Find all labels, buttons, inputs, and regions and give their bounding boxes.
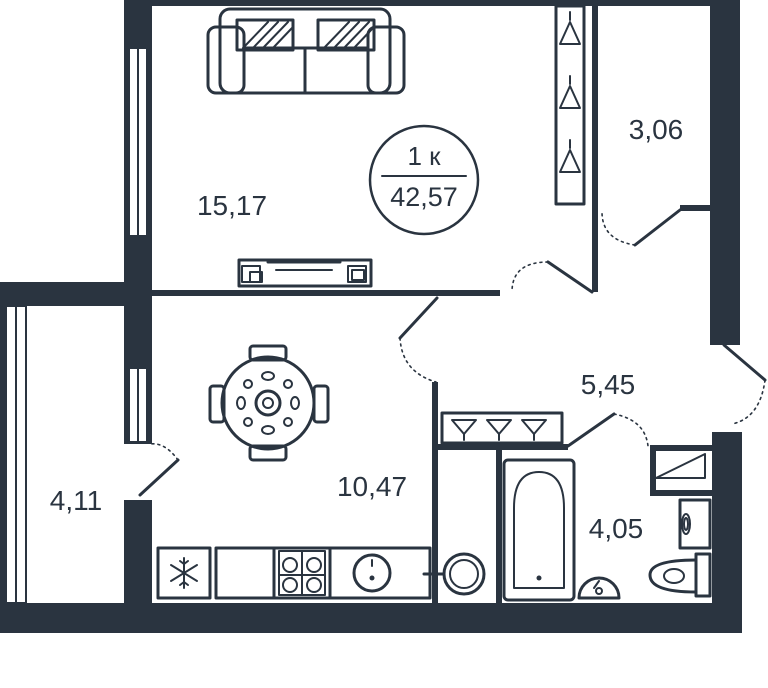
door-balcony [138, 458, 180, 497]
wall-bottom [0, 603, 742, 633]
door-kitchen [398, 296, 439, 340]
washing-machine-icon [678, 498, 712, 550]
walls [0, 0, 742, 633]
wall-bath-shaft-left [650, 445, 656, 495]
counter-icon [214, 546, 432, 600]
wardrobe-rail-icon [554, 4, 586, 206]
sofa-icon [206, 7, 406, 95]
toilet-icon [648, 552, 712, 598]
door-kitchen-arc [399, 337, 437, 383]
door-entrance-arc [731, 379, 766, 425]
wall-wardrobe-left [592, 0, 598, 292]
washbasin-icon [577, 576, 621, 600]
hallway-area: 5,45 [581, 369, 636, 400]
door-wardrobe [633, 208, 682, 247]
apartment-total-area: 42,57 [390, 182, 458, 212]
stove-icon [278, 550, 326, 596]
door-entrance [722, 343, 767, 382]
wall-bath-top-right [650, 445, 714, 451]
door-bathroom-arc [613, 413, 649, 447]
wall-right-lower [712, 432, 742, 632]
wall-kitchen-left-lower [124, 500, 152, 610]
living-room-area: 15,17 [197, 190, 267, 221]
fridge-icon [156, 546, 212, 600]
wall-kitchen-right [432, 382, 438, 606]
hallway-rail-icon [440, 411, 564, 445]
door-bathroom [566, 412, 616, 448]
kitchen-counter [156, 546, 432, 600]
door-balcony-arc [149, 443, 179, 461]
door-living-arc [511, 261, 549, 293]
wall-top [124, 0, 724, 6]
snowflake-icon [170, 557, 198, 589]
wall-bath-left [496, 444, 502, 606]
wall-living-bottom [152, 290, 500, 296]
apartment-badge: 1 к 42,57 [368, 124, 480, 236]
balcony-area: 4,11 [50, 485, 102, 516]
vent-shaft-icon [655, 453, 706, 479]
wall-bath-top [438, 444, 568, 450]
door-living [546, 260, 594, 294]
wall-bath-shaft-bottom [650, 490, 714, 496]
door-wardrobe-arc [601, 211, 636, 246]
badge-circle [368, 124, 480, 236]
boiler-icon [422, 552, 486, 596]
tv-stand-icon [237, 258, 373, 288]
wall-balcony-top [0, 282, 152, 306]
doors [138, 208, 767, 497]
wardrobe-area: 3,06 [629, 114, 684, 145]
kitchen-area: 10,47 [337, 471, 407, 502]
windows [5, 47, 148, 604]
dining-table-icon [208, 344, 330, 462]
bathtub-icon [502, 458, 576, 602]
wall-balcony-left [0, 282, 6, 632]
apartment-rooms-label: 1 к [407, 141, 441, 171]
wall-wardrobe-bottom [680, 205, 716, 211]
wall-right-upper [710, 0, 740, 345]
bathroom-area: 4,05 [589, 513, 644, 544]
sink-icon [352, 553, 392, 593]
